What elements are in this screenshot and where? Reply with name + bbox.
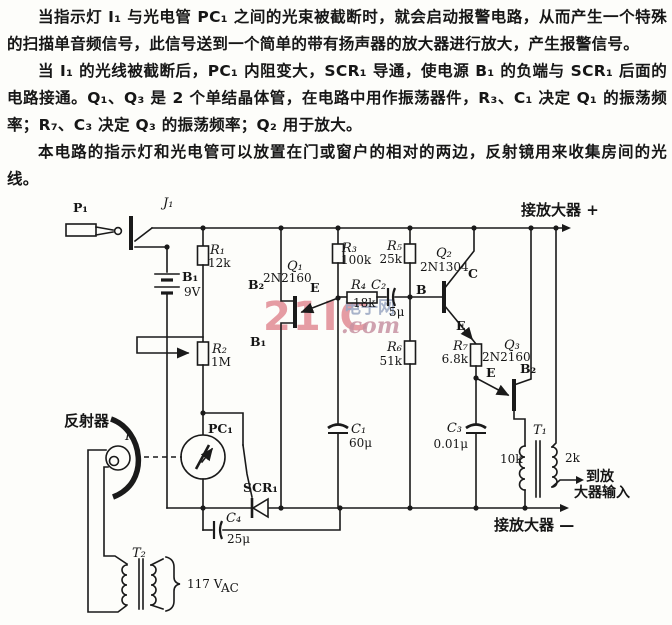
c3-value: 0.01μ bbox=[433, 437, 468, 451]
c2-label: C₂ bbox=[371, 278, 386, 293]
r3-value: 100k bbox=[341, 253, 372, 267]
amp-in-label-1: 到放 bbox=[586, 468, 615, 485]
reflector: 反射器 bbox=[64, 412, 141, 500]
q1-b2-label: B₂ bbox=[248, 277, 264, 292]
lamp-i1: I₁ bbox=[87, 429, 135, 613]
b1-label: B₁ bbox=[182, 269, 198, 284]
resistor-r7: R₇ 6.8k bbox=[442, 339, 483, 381]
jack-j1: J₁ bbox=[129, 196, 173, 273]
ujt-q3: Q₃ 2N2160 E B₂ bbox=[474, 227, 536, 447]
top-rail: 接放大器 + bbox=[151, 201, 599, 232]
q1-type: 2N2160 bbox=[263, 271, 312, 285]
c3-label: C₃ bbox=[447, 421, 462, 436]
plug-p1: P₁ bbox=[65, 200, 123, 237]
battery-b1: B₁ 9V bbox=[154, 269, 201, 509]
amp-in-label-2: 大器输入 bbox=[574, 484, 630, 501]
r6-value: 51k bbox=[379, 354, 402, 368]
paragraph-1: 当指示灯 I₁ 与光电管 PC₁ 之间的光束被截断时，就会启动报警电路，从而产生… bbox=[7, 8, 667, 53]
transistor-q2: Q₂ 2N1304 C B E bbox=[409, 227, 478, 346]
c1-label: C₁ bbox=[351, 422, 366, 437]
paragraph-2: 当 I₁ 的光线被截断后，PC₁ 内阻变大，SCR₁ 导通，使电源 B₁ 的负端… bbox=[7, 62, 667, 134]
r3-label: R₃ bbox=[341, 241, 357, 256]
r1-value: 12k bbox=[208, 256, 231, 270]
c4-value: 25μ bbox=[227, 532, 250, 546]
intro-text: 当指示灯 I₁ 与光电管 PC₁ 之间的光束被截断时，就会启动报警电路，从而产生… bbox=[7, 4, 667, 193]
photocell-pc1: PC₁ bbox=[180, 410, 253, 531]
capacitor-c3: C₃ 0.01μ bbox=[433, 377, 487, 509]
t1-label: T₁ bbox=[533, 423, 547, 438]
q2-e-label: E bbox=[456, 318, 466, 333]
scr1: SCR₁ bbox=[243, 480, 278, 519]
q3-type: 2N2160 bbox=[482, 350, 531, 364]
j1-label: J₁ bbox=[160, 196, 173, 211]
q1-label: Q₁ bbox=[287, 259, 303, 274]
c2-value: 5μ bbox=[389, 305, 405, 319]
t2-voltage-sub: AC bbox=[220, 581, 239, 595]
b1-value: 9V bbox=[184, 285, 201, 299]
transformer-t2: T₂ 117 V AC bbox=[121, 546, 239, 612]
capacitor-c1: C₁ 60μ bbox=[327, 297, 372, 509]
r5-value: 25k bbox=[379, 252, 402, 266]
ujt-q1: Q₁ 2N2160 B₂ B₁ E bbox=[248, 227, 340, 509]
c4-label: C₄ bbox=[226, 511, 241, 526]
r2-value: 1M bbox=[211, 355, 231, 369]
potentiometer-r2: R₂ 1M bbox=[136, 336, 231, 414]
resistor-r1: R₁ 12k bbox=[196, 227, 231, 343]
r5-label: R₅ bbox=[386, 239, 403, 254]
q1-b1-label: B₁ bbox=[250, 334, 266, 349]
r1-label: R₁ bbox=[209, 243, 225, 258]
watermark-com: .com bbox=[341, 313, 400, 339]
q1-e-label: E bbox=[310, 280, 320, 295]
resistor-r3: R₃ 100k bbox=[331, 227, 372, 301]
r7-value: 6.8k bbox=[442, 352, 469, 366]
transformer-t1: T₁ 10k 2k 到放 大器输入 bbox=[500, 227, 630, 509]
p1-label: P₁ bbox=[73, 200, 88, 215]
t1-secondary: 2k bbox=[565, 451, 581, 465]
amp-minus-label: 接放大器 — bbox=[494, 516, 574, 534]
amp-plus-label: 接放大器 + bbox=[521, 201, 599, 219]
t2-voltage: 117 V bbox=[187, 577, 223, 591]
r2-label: R₂ bbox=[211, 342, 227, 357]
q3-e-label: E bbox=[486, 365, 496, 380]
t1-primary: 10k bbox=[500, 452, 523, 466]
r6-label: R₆ bbox=[386, 340, 402, 355]
q3-b2-label: B₂ bbox=[520, 361, 536, 376]
resistor-r6: R₆ 51k bbox=[379, 296, 417, 509]
r7-label: R₇ bbox=[452, 339, 469, 354]
q2-c-label: C bbox=[468, 266, 478, 281]
c1-value: 60μ bbox=[349, 436, 372, 450]
pc1-label: PC₁ bbox=[208, 421, 233, 436]
paragraph-3: 本电路的指示灯和光电管可以放置在门或窗户的相对的两边，反射镜用来收集房间的光线。 bbox=[7, 143, 667, 188]
t2-label: T₂ bbox=[132, 546, 146, 561]
reflector-label: 反射器 bbox=[64, 412, 110, 430]
scr1-label: SCR₁ bbox=[243, 480, 278, 495]
q2-type: 2N1304 bbox=[420, 260, 469, 274]
r4-label: R₄ bbox=[350, 278, 366, 293]
q3-label: Q₃ bbox=[504, 338, 520, 353]
q2-b-label: B bbox=[416, 282, 427, 297]
resistor-r4: R₄ 18k bbox=[337, 278, 387, 310]
capacitor-c2: C₂ 5μ bbox=[371, 278, 413, 319]
r4-value: 18k bbox=[353, 296, 376, 310]
capacitor-c4: C₄ 25μ bbox=[202, 507, 341, 546]
resistor-r5: R₅ 25k bbox=[379, 227, 417, 298]
q2-label: Q₂ bbox=[436, 246, 452, 261]
